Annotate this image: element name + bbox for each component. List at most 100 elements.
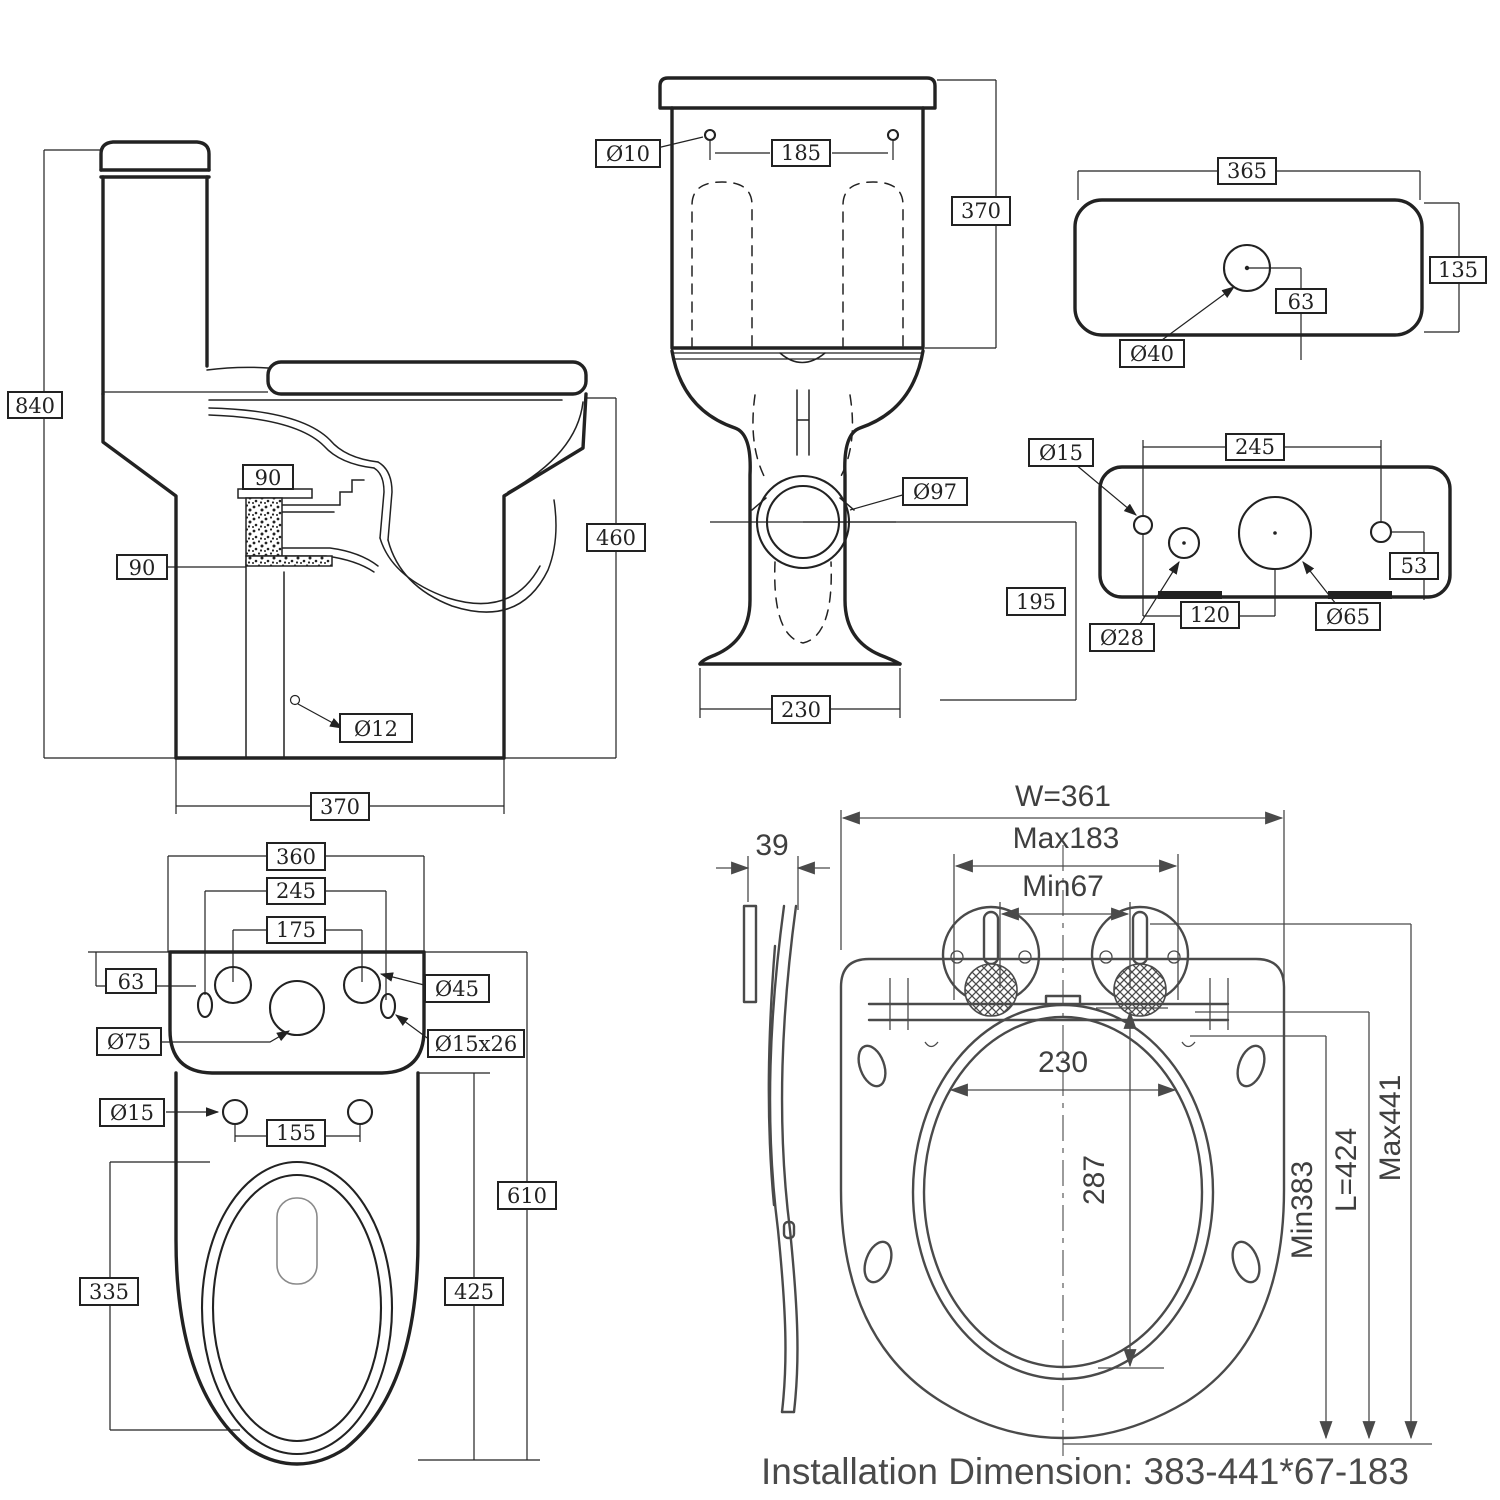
- view-front: Ø10 185 370 Ø97 195 230: [595, 76, 1077, 724]
- plan-water-spot: [276, 1197, 318, 1285]
- dim-label-tanktop-o40: Ø40: [1119, 339, 1185, 368]
- dim-text: Ø97: [913, 480, 957, 504]
- hole-center-dot: [1182, 541, 1186, 545]
- dim-label-side-o12: Ø12: [339, 713, 413, 743]
- dim-text: Ø75: [107, 1030, 151, 1054]
- dim-text: 460: [596, 526, 636, 550]
- tank-rear-hole-right: [1369, 520, 1393, 544]
- dim-text: 39: [755, 829, 788, 862]
- seat-opening-depth-dimension: 287: [1078, 1007, 1168, 1369]
- dim-text: 360: [276, 845, 316, 869]
- dim-label-tanktop-135: 135: [1429, 256, 1487, 284]
- dim-text: 335: [89, 1280, 129, 1304]
- plan-slot-left: [196, 991, 214, 1019]
- tank-top-outline: [1073, 198, 1424, 337]
- dim-label-rear-o15: Ø15: [1028, 438, 1094, 467]
- dim-text: Ø28: [1100, 626, 1144, 650]
- dim-text: 155: [276, 1121, 316, 1145]
- dim-text: Ø12: [354, 717, 398, 741]
- dim-text: 245: [276, 879, 316, 903]
- view-plan: 360 245 175 63 Ø45 Ø75 Ø15x26 Ø15 155 61…: [79, 842, 557, 1466]
- hole-center-dot: [1273, 531, 1277, 535]
- dim-text: 230: [781, 698, 821, 722]
- dim-text: 610: [507, 1184, 547, 1208]
- tank-rear-outline: [1098, 465, 1452, 599]
- tank-rear-hole-o65: [1237, 495, 1313, 571]
- dim-label-side-370: 370: [310, 792, 370, 821]
- front-tank-internals: [691, 181, 904, 349]
- dim-text: Ø65: [1326, 605, 1370, 629]
- dim-label-side-840: 840: [7, 391, 63, 419]
- dim-label-plan-360: 360: [266, 842, 326, 871]
- dim-text: 840: [15, 394, 55, 418]
- dim-text: 53: [1401, 554, 1428, 578]
- dim-text: 195: [1016, 590, 1056, 614]
- front-bolt-hole-left: [703, 128, 717, 142]
- dim-text: 175: [276, 918, 316, 942]
- dim-text: 370: [320, 795, 360, 819]
- dim-label-plan-63: 63: [105, 968, 157, 994]
- tank-top-button: [1222, 243, 1272, 293]
- view-seat: 39: [716, 780, 1432, 1462]
- dim-text: 245: [1235, 435, 1275, 459]
- dim-text: Max183: [1013, 822, 1120, 855]
- installation-dimension-text: Installation Dimension: 383-441*67-183: [761, 1451, 1409, 1492]
- view-tank-rear: Ø15 245 53 Ø28 120 Ø65: [1028, 433, 1452, 652]
- dim-label-plan-610: 610: [497, 1181, 557, 1210]
- dim-text: 185: [781, 141, 821, 165]
- tank-top-dimension-lines: [1077, 170, 1460, 360]
- dim-text: Ø45: [435, 977, 479, 1001]
- dim-label-front-o97: Ø97: [902, 477, 968, 506]
- plan-dimension-lines: [88, 855, 540, 1461]
- seat-length-dimensions: Min383 L=424 Max441: [1063, 923, 1432, 1444]
- dim-label-front-o10: Ø10: [595, 139, 661, 168]
- dim-text: W=361: [1015, 780, 1111, 813]
- side-bowl-interior: [208, 399, 563, 759]
- dim-label-plan-175: 175: [266, 916, 326, 944]
- dim-text: Ø15: [110, 1101, 154, 1125]
- dim-text: 370: [961, 199, 1001, 223]
- dim-label-rear-o65: Ø65: [1315, 602, 1381, 631]
- dim-label-plan-245: 245: [266, 877, 326, 905]
- seat-width-dimension: W=361: [840, 780, 1285, 1050]
- plan-hole-left-o45: [213, 965, 253, 1005]
- seat-hinge-max-dimension: Max183: [953, 822, 1179, 1000]
- side-seat-outline: [206, 360, 588, 396]
- dim-label-front-230: 230: [771, 695, 831, 724]
- dim-label-side-90-top: 90: [242, 464, 294, 490]
- seat-hinge-bar: [867, 978, 1230, 1048]
- seat-hinge-min-dimension: Min67: [999, 870, 1131, 988]
- dim-text: 365: [1227, 159, 1267, 183]
- dim-label-rear-120: 120: [1180, 601, 1240, 629]
- plan-slot-right: [379, 992, 397, 1020]
- seat-side-profile: [742, 904, 799, 1414]
- dim-text: 135: [1438, 258, 1478, 282]
- dim-text: Ø40: [1130, 342, 1174, 366]
- seat-opening-inner: [922, 1015, 1204, 1369]
- dim-text: 425: [454, 1280, 494, 1304]
- dim-text: 287: [1078, 1155, 1111, 1205]
- dim-label-tanktop-63: 63: [1275, 288, 1327, 314]
- dim-label-side-90-left: 90: [116, 554, 168, 580]
- dim-text: 90: [255, 466, 282, 490]
- seat-thickness-dimension: 39: [716, 829, 830, 910]
- dim-label-front-195: 195: [1006, 587, 1066, 616]
- plan-seat-hole-left: [221, 1098, 249, 1126]
- dim-label-plan-425: 425: [444, 1277, 504, 1306]
- seat-opening-width-dimension: 230: [949, 1046, 1177, 1097]
- dim-text-min383: Min383: [1286, 1161, 1319, 1259]
- dim-text-max441: Max441: [1374, 1075, 1407, 1182]
- plan-rim-inner: [211, 1173, 383, 1443]
- dim-label-plan-335: 335: [79, 1277, 139, 1306]
- dim-text: 230: [1038, 1046, 1088, 1079]
- dim-label-plan-o15x26: Ø15x26: [427, 1029, 525, 1058]
- dim-text: Ø10: [606, 142, 650, 166]
- plan-seat-hole-right: [346, 1098, 374, 1126]
- tank-top-button-center: [1244, 265, 1250, 271]
- view-tank-top: 365 135 63 Ø40: [1073, 157, 1487, 368]
- dim-text: Ø15x26: [435, 1032, 518, 1056]
- dim-label-plan-o45: Ø45: [424, 974, 490, 1003]
- side-bowl-outline: [101, 392, 588, 760]
